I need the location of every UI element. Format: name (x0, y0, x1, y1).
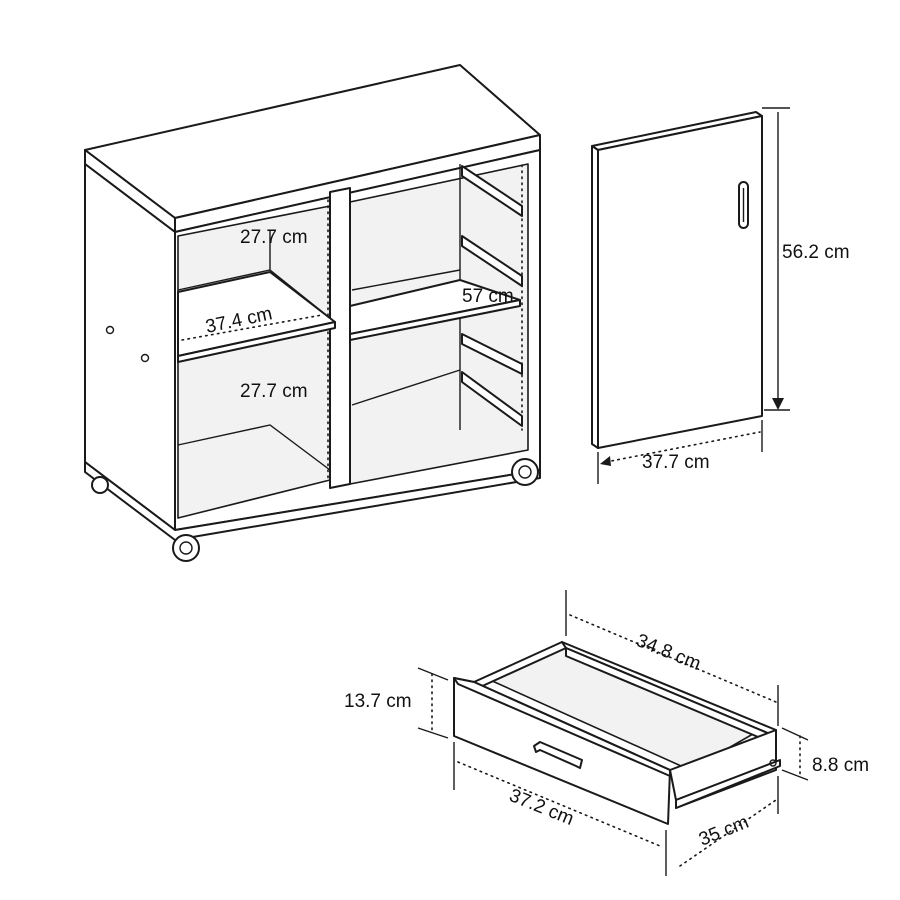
upper-compartment-height-label: 27.7 cm (240, 227, 308, 248)
lower-compartment-height-label: 27.7 cm (240, 381, 308, 402)
drawer-handle-icon (533, 741, 583, 769)
caster-wheel-icon (91, 458, 539, 562)
drawer-side-height-label: 8.8 cm (812, 755, 869, 776)
cabinet-drawing: 27.7 cm 37.4 cm 57 cm 27.7 cm (84, 64, 541, 562)
drawer-drawing: 34.8 cm 13.7 cm 8.8 cm 37.2 cm 35 cm (344, 590, 869, 876)
drawer-inner-length-label: 34.8 cm (633, 630, 704, 675)
door-handle-icon (738, 181, 749, 229)
drawer-slide-icon (461, 165, 523, 427)
drawer-depth-label: 35 cm (696, 812, 752, 851)
drawer-front-width-label: 37.2 cm (506, 785, 577, 830)
drawer-slide-depth-label: 57 cm (462, 286, 514, 307)
door-drawing: 56.2 cm 37.7 cm (591, 107, 850, 484)
door-height-label: 56.2 cm (782, 242, 850, 263)
door-width-label: 37.7 cm (642, 452, 710, 473)
drawer-front-height-label: 13.7 cm (344, 691, 412, 712)
